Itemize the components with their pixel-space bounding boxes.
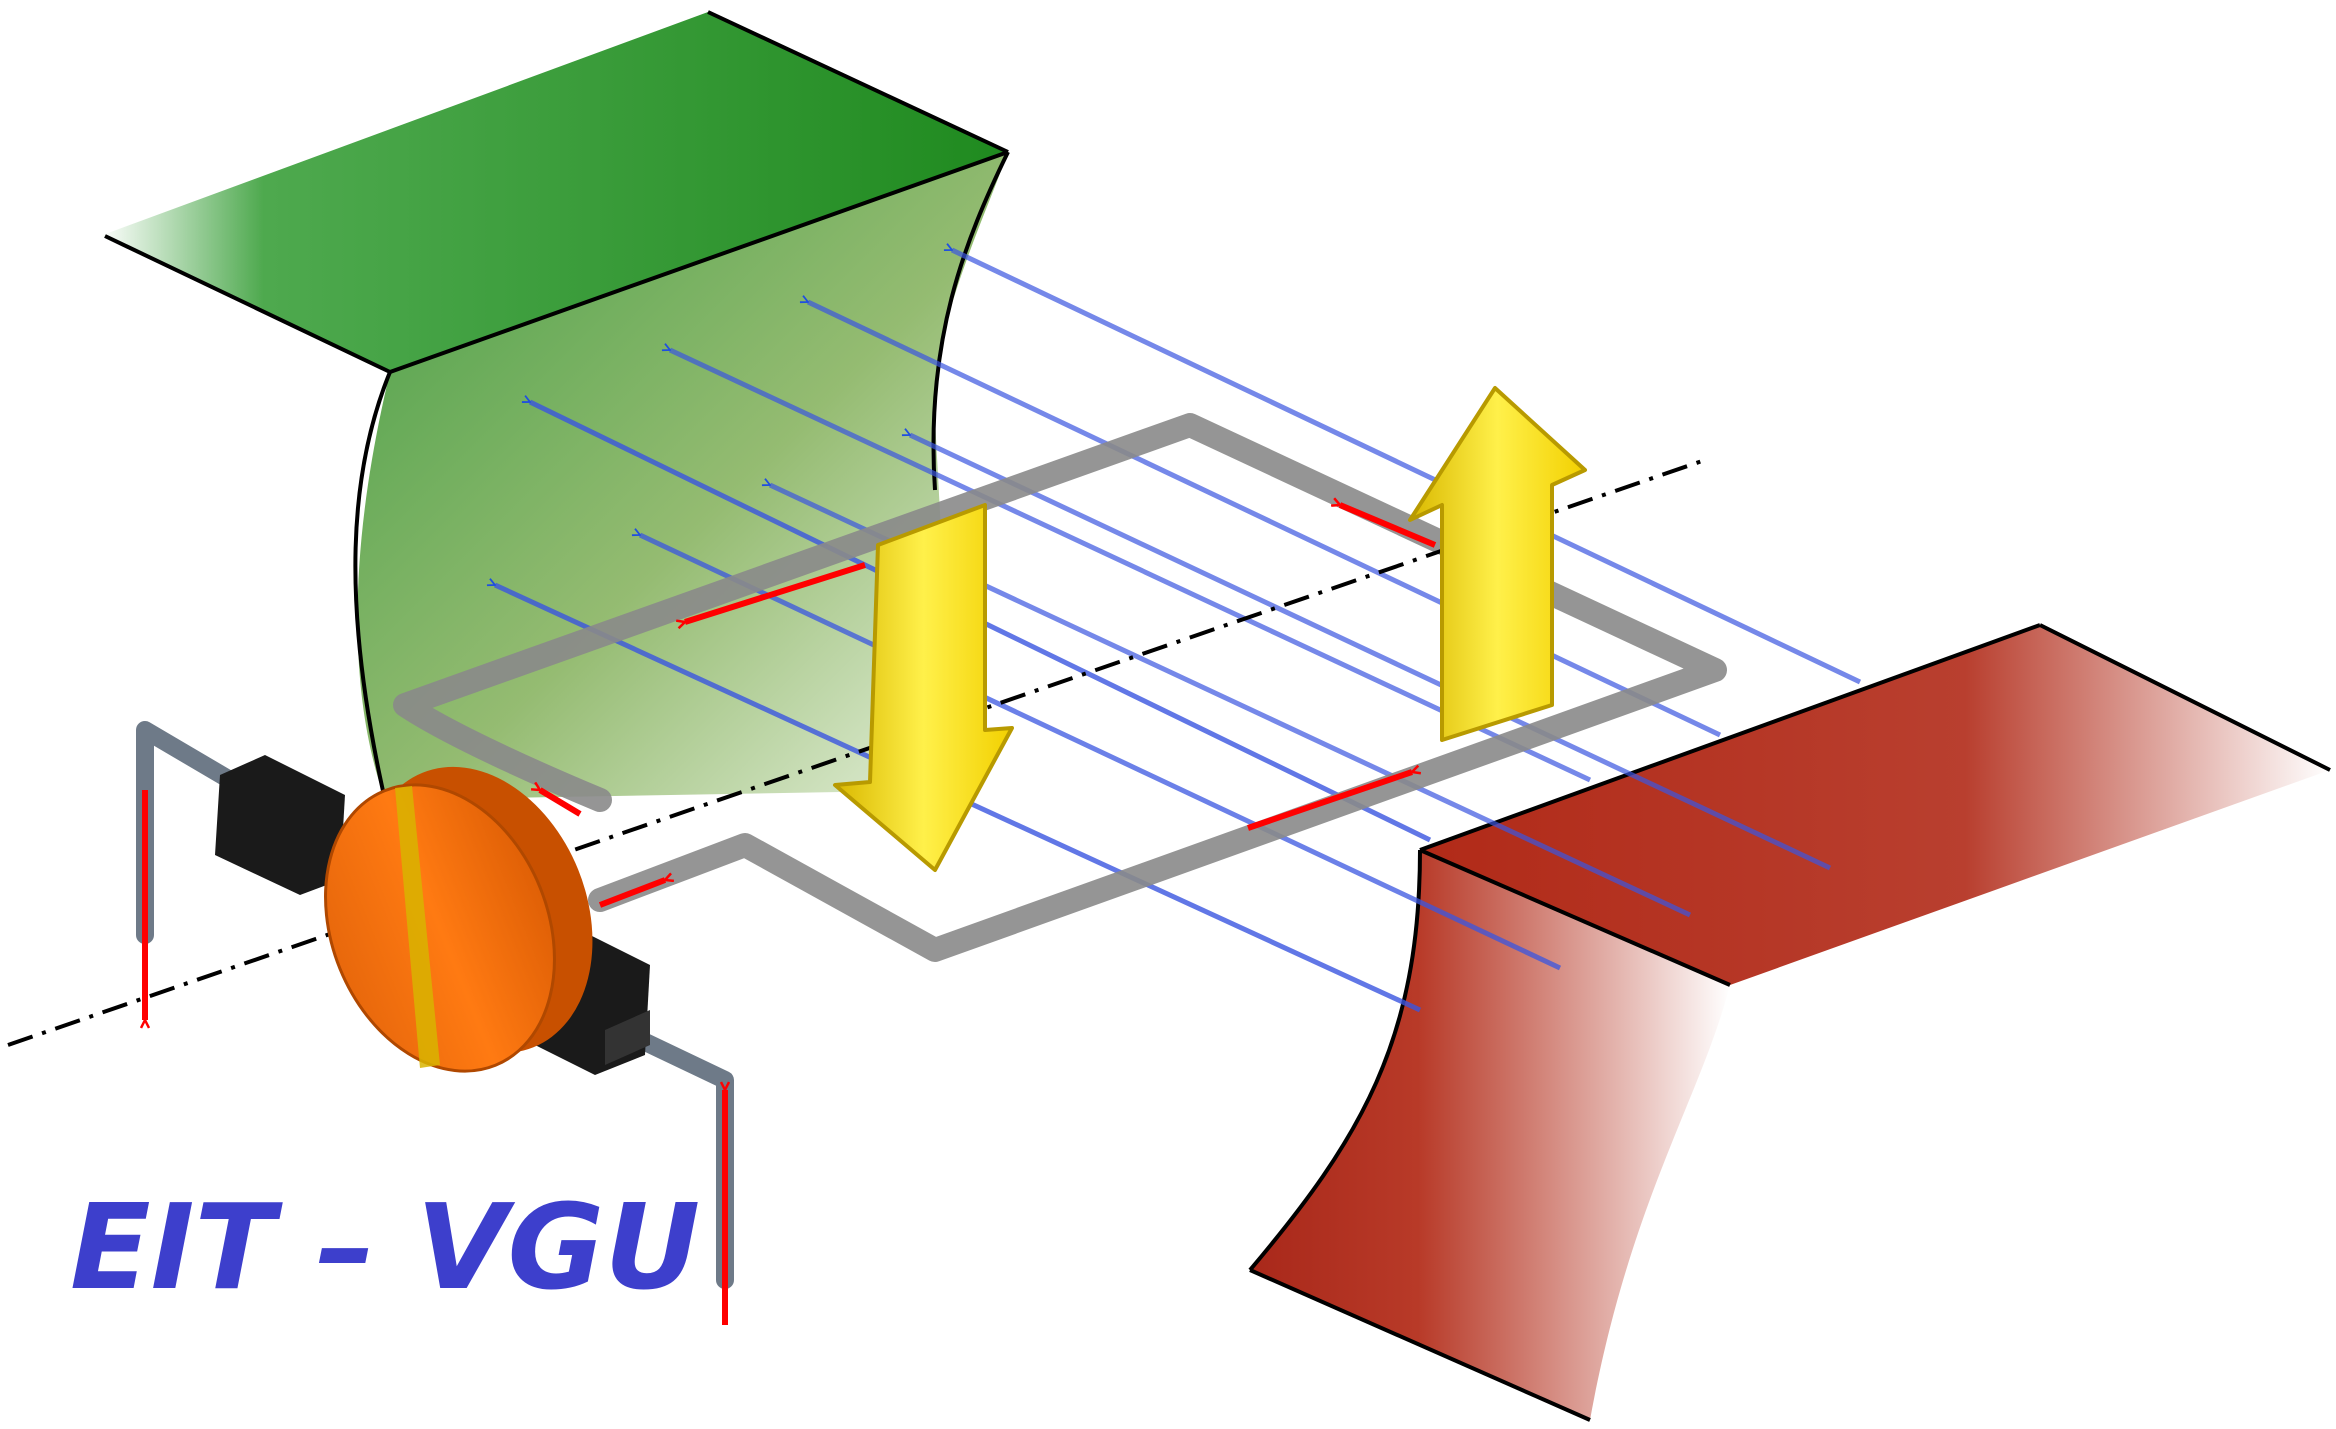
- orange-commutator-disc: [324, 766, 593, 1073]
- current-direction-arrows: [145, 505, 1437, 1325]
- rotating-coil-loop: [393, 413, 1727, 962]
- red-magnet-pole: [1248, 623, 2331, 1422]
- diagram-title: EIT – VGU: [70, 1178, 700, 1316]
- yellow-force-arrow-up: [1408, 386, 1587, 742]
- yellow-force-arrow-down: [833, 503, 1014, 872]
